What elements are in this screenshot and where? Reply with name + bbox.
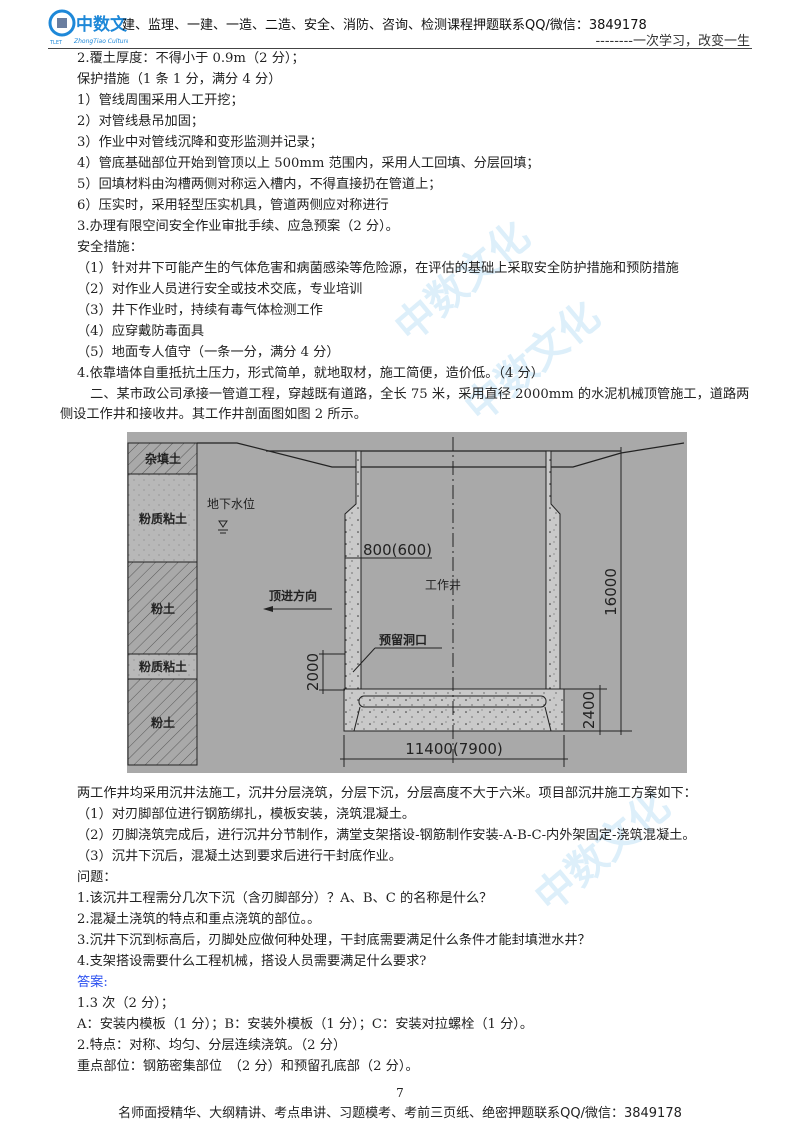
text-line: （1）对刃脚部位进行钢筋绑扎，模板安装，浇筑混凝土。: [77, 807, 416, 822]
text-line: 3.办理有限空间安全作业审批手续、应急预案（2 分）。: [77, 219, 399, 234]
groundwater-label: 地下水位: [207, 496, 255, 511]
text-line: 3）作业中对管线沉降和变形监测并记录；: [77, 135, 323, 150]
text-line: 1）管线周围采用人工开挖；: [77, 93, 244, 108]
logo-icon: 中数文 TLET ZhongTiao Culture: [48, 9, 128, 46]
text-line: 侧设工作井和接收井。其工作井剖面图如图 2 所示。: [60, 407, 367, 422]
text-line: 4）管底基础部位开始到管顶以上 500mm 范围内，采用人工回填、分层回填；: [77, 156, 540, 171]
text-line: （2）对作业人员进行安全或技术交底，专业培训: [77, 282, 363, 297]
text-line: 2.特点：对称、均匀、分层连续浇筑。（2 分）: [77, 1038, 347, 1053]
svg-text:TLET: TLET: [49, 40, 63, 46]
text-line: （3）沉井下沉后，混凝土达到要求后进行干封底作业。: [77, 849, 402, 864]
text-line: （3）井下作业时，持续有毒气体检测工作: [77, 303, 323, 318]
watermark: 中数文化: [386, 213, 539, 352]
text-line: 1.该沉井工程需分几次下沉（含刃脚部分）？A、B、C 的名称是什么？: [77, 891, 493, 906]
wall-thickness-dim: 800(600): [363, 541, 432, 559]
text-line: 2）对管线悬吊加固；: [77, 114, 205, 129]
svg-text:中数文: 中数文: [76, 14, 128, 35]
well-label: 工作井: [425, 578, 461, 592]
text-line: 安全措施：: [77, 240, 143, 255]
page-number: 7: [396, 1086, 404, 1100]
text-line: 2.覆土厚度：不得小于 0.9m（2 分）；: [77, 51, 305, 66]
text-line: （5）地面专人值守（一条一分，满分 4 分）: [77, 345, 340, 360]
watermark: 中数文化: [456, 293, 609, 432]
text-line: 6）压实时，采用轻型压实机具，管道两侧应对称进行: [77, 198, 389, 213]
text-line: （2）刃脚浇筑完成后，进行沉井分节制作，满堂支架搭设-钢筋制作安装-A-B-C-…: [77, 828, 696, 843]
dim-2000: 2000: [304, 653, 322, 691]
opening-label: 预留洞口: [379, 632, 427, 647]
dim-16000: 16000: [602, 568, 620, 616]
text-line: 二、某市政公司承接一管道工程，穿越既有道路，全长 75 米，采用直径 2000m…: [77, 387, 750, 402]
answer-heading: 答案:: [77, 975, 108, 990]
text-line: （4）应穿戴防毒面具: [77, 324, 205, 339]
text-line: 4.依靠墙体自重抵抗土压力，形式简单，就地取材，施工简便，造价低。（4 分）: [77, 366, 544, 381]
header-contact: 建、监理、一建、一造、二造、安全、消防、咨询、检测课程押题联系QQ/微信：384…: [122, 18, 647, 33]
dim-2400: 2400: [580, 691, 598, 729]
soil-layer-label: 粉土: [151, 601, 175, 616]
text-line: 5）回填材料由沟槽两侧对称运入槽内，不得直接扔在管道上；: [77, 177, 442, 192]
text-line: 4.支架搭设需要什么工程机械，搭设人员需要满足什么要求?: [77, 954, 427, 969]
text-line: （1）针对井下可能产生的气体危害和病菌感染等危险源，在评估的基础上采取安全防护措…: [77, 261, 679, 276]
dim-width: 11400(7900): [405, 740, 503, 758]
water-level-icon: [218, 520, 228, 534]
text-line: 2.混凝土浇筑的特点和重点浇筑的部位。。: [77, 912, 321, 927]
text-line: 重点部位：钢筋密集部位 （2 分）和预留孔底部（2 分）。: [77, 1059, 419, 1074]
soil-layer-label: 粉土: [151, 715, 175, 730]
footer-contact: 名师面授精华、大纲精讲、考点串讲、习题模考、考前三页纸、绝密押题联系QQ/微信：…: [118, 1106, 682, 1121]
text-line: 保护措施（1 条 1 分，满分 4 分）: [77, 72, 282, 87]
text-line: A：安装内模板（1 分）；B：安装外模板（1 分）；C：安装对拉螺栓（1 分）。: [77, 1017, 534, 1032]
header-divider: [48, 48, 752, 49]
text-line: 两工作井均采用沉井法施工，沉井分层浇筑，分层下沉，分层高度不大于六米。项目部沉井…: [77, 786, 697, 801]
cutting-edge-base: [343, 688, 565, 732]
header-slogan: --------一次学习，改变一生: [595, 34, 750, 49]
text-line: 1.3 次（2 分）；: [77, 996, 175, 1011]
soil-layer-label: 粉质粘土: [139, 511, 187, 526]
text-line: 问题：: [77, 870, 117, 885]
soil-column: [127, 442, 198, 766]
soil-layer-label: 杂填土: [145, 451, 181, 466]
text-line: 3.沉井下沉到标高后，刃脚处应做何种处理，干封底需要满足什么条件才能封填泄水井？: [77, 933, 591, 948]
svg-text:ZhongTiao Culture: ZhongTiao Culture: [73, 38, 128, 45]
direction-label: 顶进方向: [269, 588, 317, 603]
soil-layer-label: 粉质粘土: [139, 659, 187, 674]
shaft-section-figure: 杂填土 粉质粘土 粉土 粉质粘土 粉土 地下水位 800(600) 工作井 顶进…: [127, 432, 687, 773]
